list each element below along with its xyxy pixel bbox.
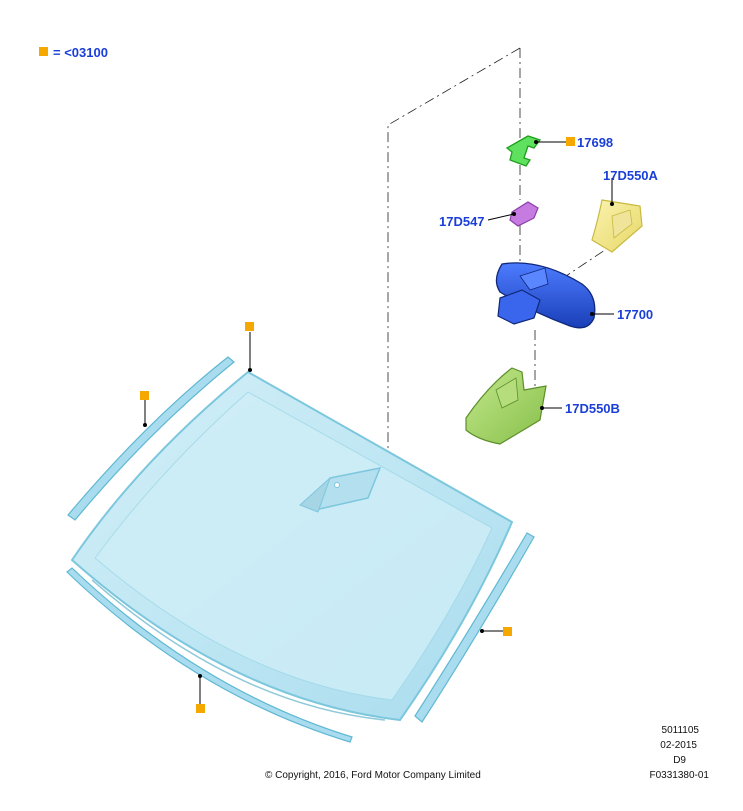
doc-code-2: 02-2015 xyxy=(660,740,697,751)
marker-right-moulding-icon xyxy=(503,627,512,636)
marker-17698-icon xyxy=(566,137,575,146)
windshield-glass xyxy=(70,370,514,722)
marker-windshield-top-icon xyxy=(245,322,254,331)
left-upper-moulding xyxy=(67,356,235,521)
footer: © Copyright, 2016, Ford Motor Company Li… xyxy=(265,725,709,781)
leader-lines xyxy=(143,140,614,704)
rear-view-mirror-part xyxy=(495,262,596,329)
mirror-clip-part xyxy=(505,135,542,167)
callout-17698: 17698 xyxy=(577,135,613,150)
legend: = <03100 xyxy=(39,45,108,60)
right-moulding xyxy=(414,532,535,723)
legend-text: = <03100 xyxy=(53,45,108,60)
legend-marker-icon xyxy=(39,47,48,56)
lower-moulding xyxy=(66,567,353,743)
callout-17D550B: 17D550B xyxy=(565,401,620,416)
doc-code-3: D9 xyxy=(673,755,686,766)
doc-code-1: 5011105 xyxy=(662,725,700,736)
callout-17D550A: 17D550A xyxy=(603,168,659,183)
callout-17D547: 17D547 xyxy=(439,214,485,229)
copyright-text: © Copyright, 2016, Ford Motor Company Li… xyxy=(265,770,481,781)
doc-code-4: F0331380-01 xyxy=(650,770,710,781)
sensor-part xyxy=(509,201,539,227)
marker-left-moulding-icon xyxy=(140,391,149,400)
marker-lower-moulding-icon xyxy=(196,704,205,713)
callouts: 17698 17D550A 17D547 17700 17D550B xyxy=(439,135,659,416)
orange-markers xyxy=(140,137,575,713)
upper-cover-part xyxy=(591,199,643,253)
lower-cover-part xyxy=(465,367,547,445)
callout-17700: 17700 xyxy=(617,307,653,322)
